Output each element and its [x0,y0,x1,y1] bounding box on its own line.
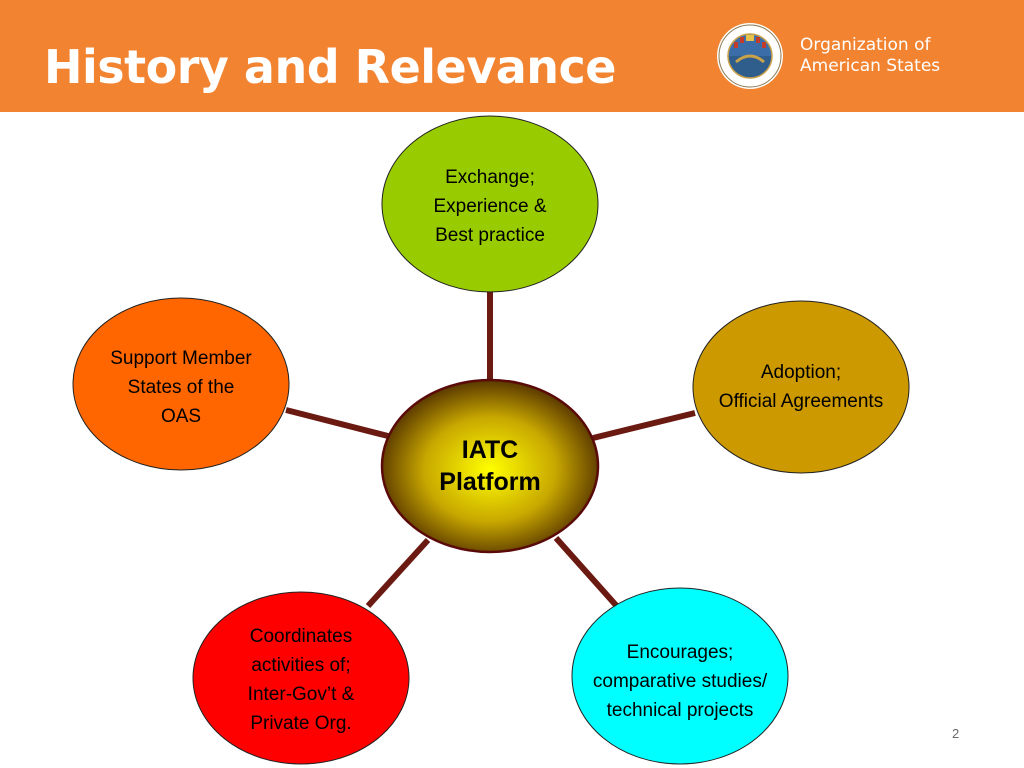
node-bottom-left-line: Coordinates [249,626,353,647]
node-left-line: Support Member [110,348,252,369]
node-bottom-left-line: activities of; [251,655,351,676]
center-label-iatc-platform: IATC Platform [390,434,590,498]
connector-bottom-left [365,537,431,609]
org-name-line1: Organization of [800,35,931,55]
node-bottom-right-ellipse [571,587,789,765]
node-bottom-right-line: technical projects [606,700,754,721]
node-right-ellipse [692,300,910,474]
node-top-label: Exchange; Experience & Best practice [390,163,590,250]
slide-title: History and Relevance [44,40,616,94]
node-right-label: Adoption; Official Agreements [684,358,918,416]
center-label-line1: IATC [461,436,519,464]
node-bottom-right-line: Encourages; [626,642,734,663]
node-bottom-right-label: Encourages; comparative studies/ technic… [565,638,795,725]
node-left-line: States of the [127,377,235,398]
organization-name: Organization of American States [800,35,940,77]
node-top-line: Best practice [435,225,545,246]
slide-header [0,0,1024,112]
connector-bottom-right [553,536,625,614]
node-bottom-left-ellipse [192,591,410,765]
node-left-ellipse [72,297,290,471]
oas-seal-icon [717,23,783,89]
node-bottom-left-label: Coordinates activities of; Inter-Gov’t &… [196,622,406,738]
org-name-line2: American States [800,56,941,76]
connector-right [592,410,696,441]
node-top-line: Experience & [433,196,547,217]
node-right-line: Adoption; [760,362,842,383]
page-number: 2 [952,726,960,741]
node-left-line: OAS [160,406,202,427]
node-top-ellipse [381,115,599,293]
node-left-label: Support Member States of the OAS [76,344,286,431]
node-top-line: Exchange; [445,167,535,188]
center-ellipse [380,378,600,554]
node-bottom-left-line: Private Org. [250,713,352,734]
node-bottom-right-line: comparative studies/ [592,671,768,692]
center-label-line2: Platform [439,468,541,496]
node-right-line: Official Agreements [718,391,884,412]
connector-left [285,407,389,439]
node-bottom-left-line: Inter-Gov’t & [247,684,355,705]
connector-lines [285,290,696,614]
